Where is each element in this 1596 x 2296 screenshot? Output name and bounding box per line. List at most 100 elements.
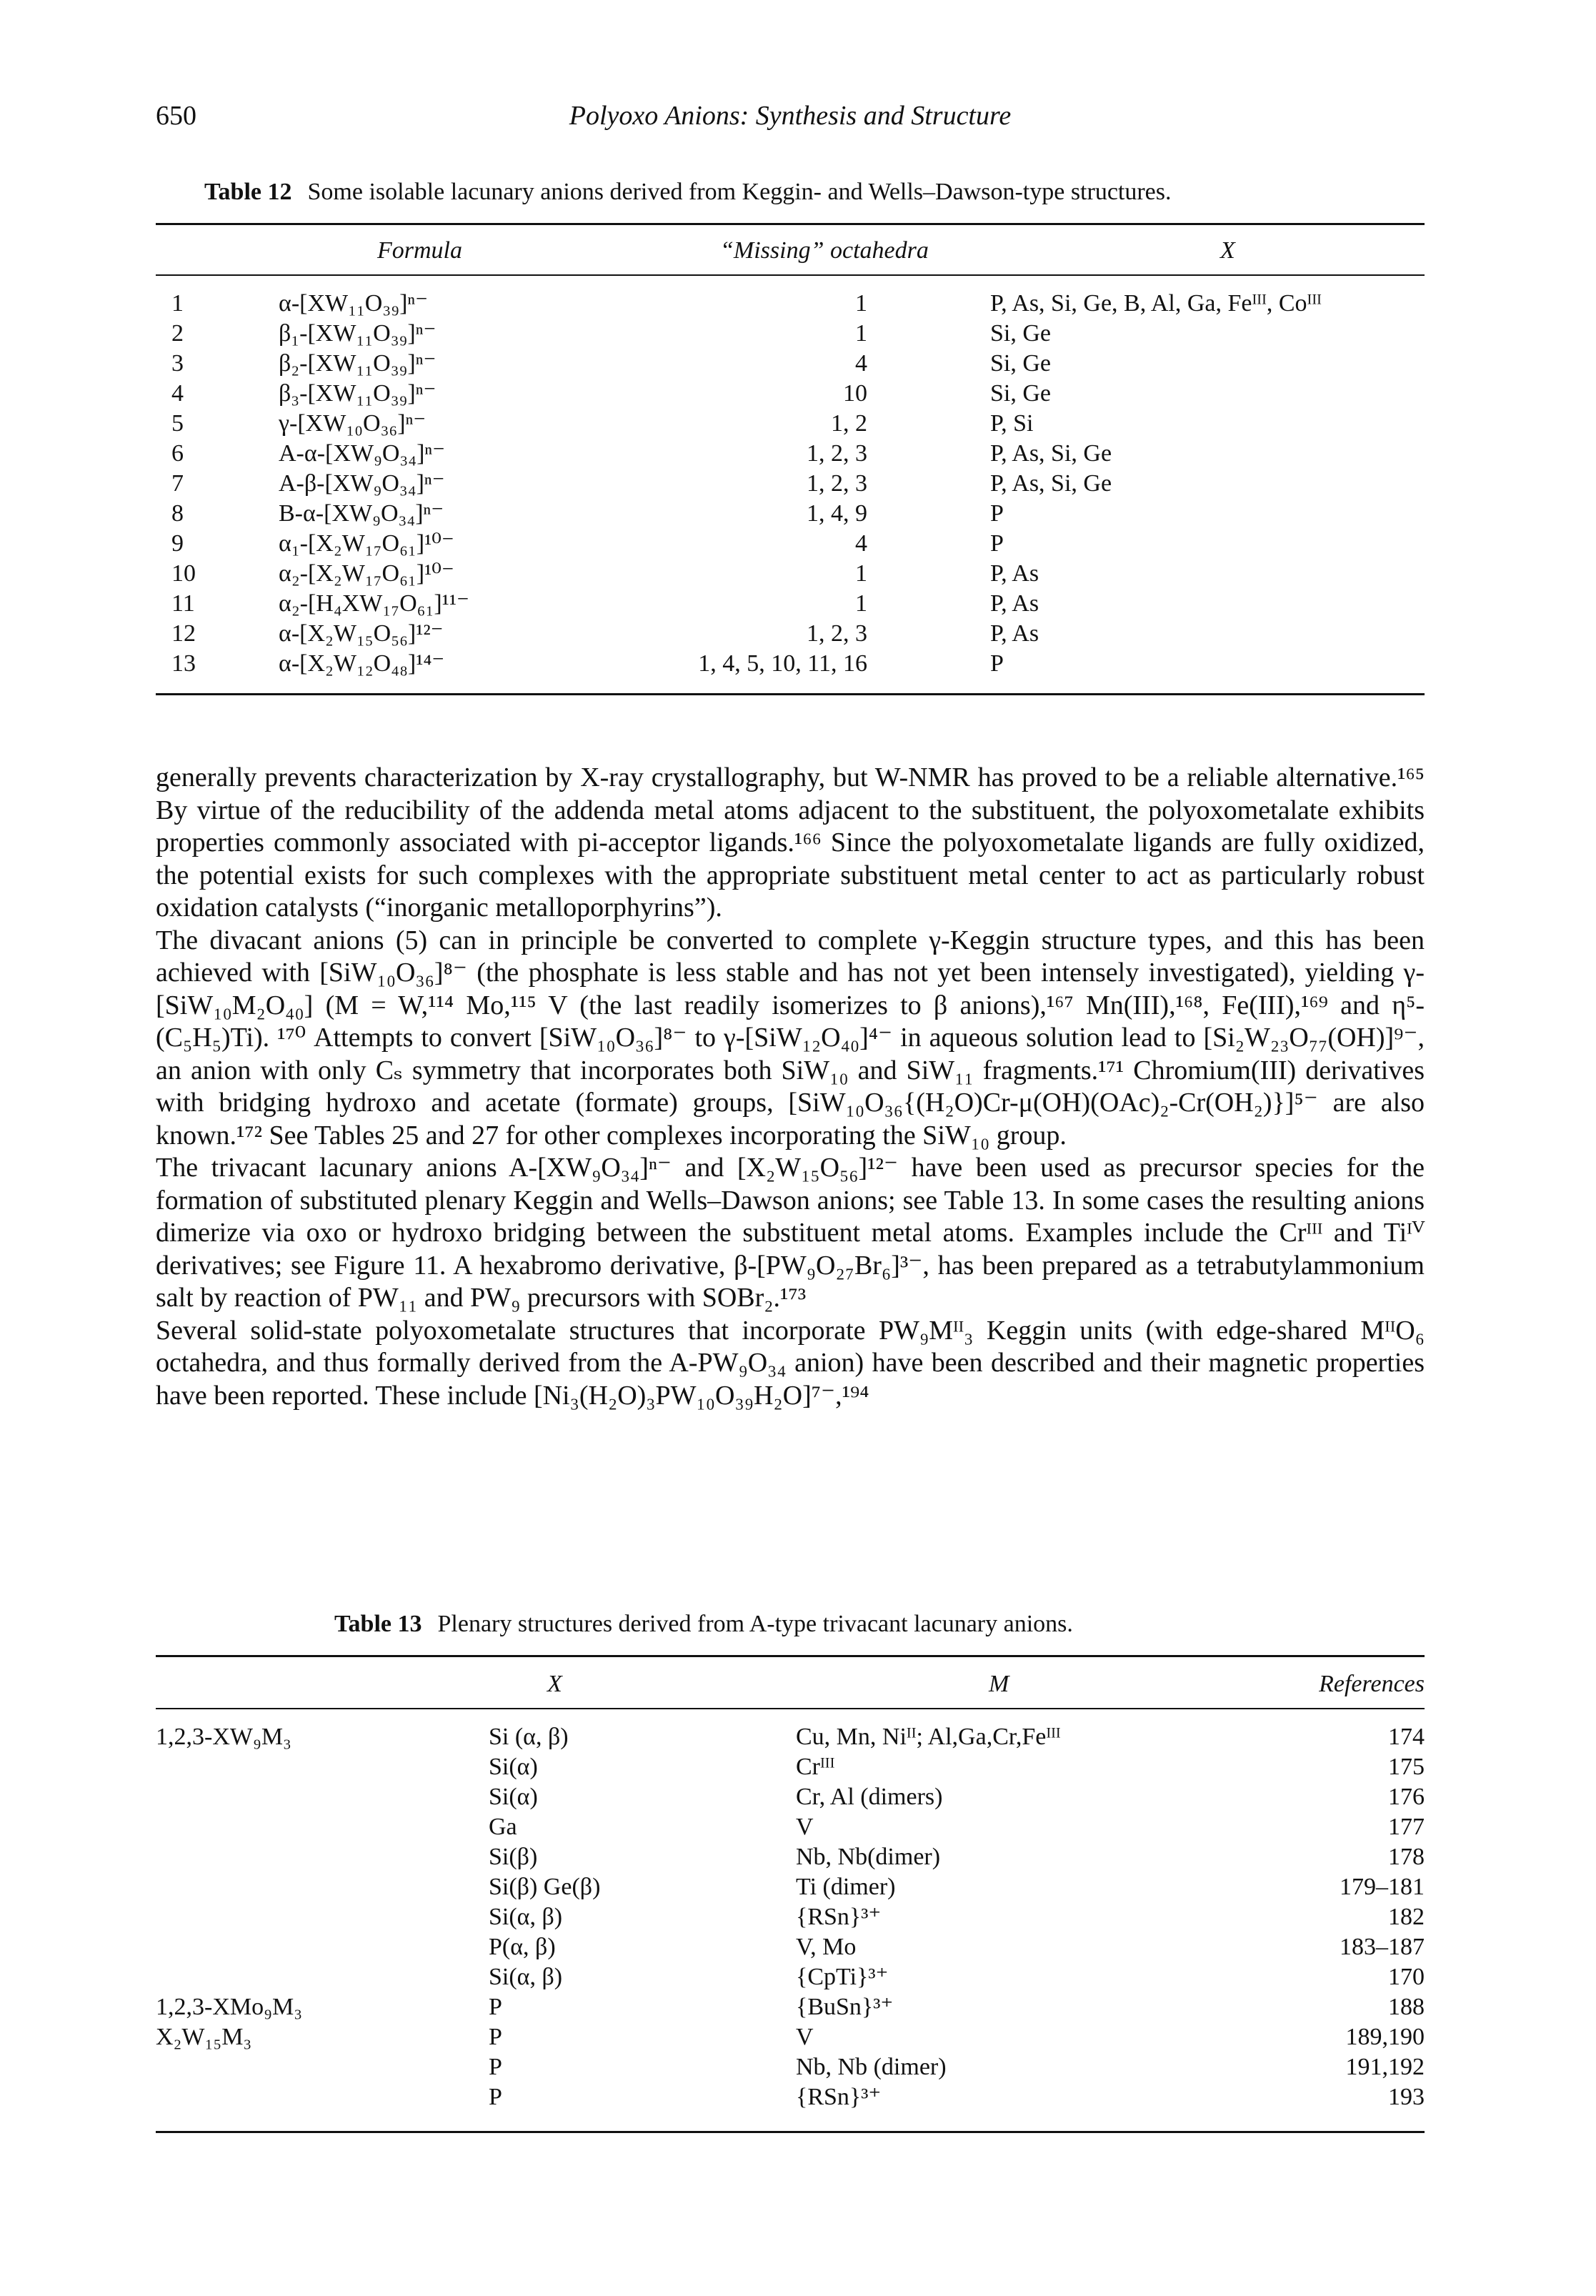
table13-cell-references: 188 (1388, 1994, 1425, 2020)
table13-cell-m: V (796, 2024, 814, 2050)
table13-cell-x: Si(α, β) (489, 1904, 563, 1930)
table12-cell-number: 6 (171, 440, 184, 467)
table13-cell-m: Cr, Al (dimers) (796, 1784, 943, 1810)
table13-cell-references: 182 (1388, 1904, 1425, 1930)
table12-cell-x: P, As, Si, Ge (990, 440, 1112, 467)
table12-cell-missing: 10 (843, 380, 867, 407)
table12-header-rule (156, 274, 1425, 276)
paragraph: Several solid-state polyoxometalate stru… (156, 1315, 1425, 1411)
table12-cell-number: 4 (171, 380, 184, 407)
table13-row: Si(β) Ge(β)Ti (dimer)179–181 (156, 1872, 1425, 1902)
table12-cell-x: P, As (990, 620, 1039, 647)
table13-col-references: References (1319, 1671, 1425, 1697)
table13-row: Si(β)Nb, Nb(dimer)178 (156, 1842, 1425, 1872)
table13-row: Si(α) Cr, Al (dimers) 176 (156, 1782, 1425, 1812)
table12-cell-formula: α₂-[H₄XW₁₇O₆₁]¹¹⁻ (279, 590, 469, 617)
table13-cell-m: {RSn}³⁺ (796, 2084, 882, 2110)
table12-cell-formula: A-α-[XW₉O₃₄]ⁿ⁻ (279, 440, 446, 467)
table12-label: Table 12 (204, 179, 292, 205)
table12-col-missing: “Missing” octahedra (720, 237, 929, 264)
table12-cell-missing: 4 (855, 530, 867, 557)
paragraph: generally prevents characterization by X… (156, 762, 1425, 923)
table13-cell-references: 174 (1388, 1724, 1425, 1750)
table12-cell-number: 3 (171, 350, 184, 377)
table13-cell-references: 178 (1388, 1844, 1425, 1870)
table13-cell-references: 183–187 (1340, 1934, 1425, 1960)
table12-cell-number: 13 (171, 650, 196, 677)
table12-cell-formula: α-[X₂W₁₅O₅₆]¹²⁻ (279, 620, 444, 647)
table12-cell-formula: α₂-[X₂W₁₇O₆₁]¹⁰⁻ (279, 560, 454, 587)
table12-cell-formula: β₂-[XW₁₁O₃₉]ⁿ⁻ (279, 350, 437, 377)
table12-cell-missing: 1 (855, 560, 867, 587)
table13-cell-x: P (489, 2024, 502, 2050)
table12-cell-missing: 1 (855, 590, 867, 617)
table13-cell-x: Si(β) Ge(β) (489, 1874, 601, 1900)
table13-cell-x: P (489, 1994, 502, 2020)
table13-cell-x: Si (α, β) (489, 1724, 569, 1750)
table12-cell-x: P, As, Si, Ge (990, 470, 1112, 497)
table13-cell-x: Si(α, β) (489, 1964, 563, 1990)
table13-cell-references: 175 (1388, 1754, 1425, 1780)
table13-cell-m: Nb, Nb (dimer) (796, 2054, 947, 2080)
table12-cell-missing: 4 (855, 350, 867, 377)
table12-cell-formula: α-[X₂W₁₂O₄₈]¹⁴⁻ (279, 650, 445, 677)
table13-cell-x: Ga (489, 1814, 517, 1840)
table12-cell-formula: B-α-[XW₉O₃₄]ⁿ⁻ (279, 500, 444, 527)
table12-cell-x: Si, Ge (990, 350, 1051, 377)
table13-caption: Table 13 Plenary structures derived from … (334, 1611, 1073, 1638)
table13-cell-m: {BuSn}³⁺ (796, 1994, 894, 2020)
table13-cell-x: P (489, 2084, 502, 2110)
table13-cell-references: 176 (1388, 1784, 1425, 1810)
table12-cell-number: 2 (171, 320, 184, 347)
table12-cell-x: P, Si (990, 410, 1034, 437)
table12-cell-number: 5 (171, 410, 184, 437)
page-header: 650 Polyoxo Anions: Synthesis and Struct… (156, 100, 1425, 143)
paragraph: The trivacant lacunary anions A-[XW₉O₃₄]… (156, 1153, 1425, 1313)
table13-top-rule (156, 1655, 1425, 1657)
table12-cell-missing: 1, 4, 5, 10, 11, 16 (698, 650, 867, 677)
table12-cell-number: 7 (171, 470, 184, 497)
table12-bottom-rule (156, 693, 1425, 695)
table13-col-m: M (989, 1671, 1009, 1697)
table12-cell-formula: γ-[XW₁₀O₃₆]ⁿ⁻ (279, 410, 427, 437)
table12-cell-x: Si, Ge (990, 380, 1051, 407)
table12-cell-number: 9 (171, 530, 184, 557)
table12-cell-formula: A-β-[XW₉O₃₄]ⁿ⁻ (279, 470, 445, 497)
table13-bottom-rule (156, 2131, 1425, 2133)
table12-col-x: X (1220, 237, 1235, 264)
table13-row: Si(α, β){RSn}³⁺182 (156, 1902, 1425, 1932)
table13-cell-m: Nb, Nb(dimer) (796, 1844, 941, 1870)
table13-header-rule (156, 1708, 1425, 1709)
table13-cell-references: 177 (1388, 1814, 1425, 1840)
table12-header-row: Formula “Missing” octahedra X (156, 236, 1425, 266)
table12-cell-missing: 1, 2, 3 (807, 470, 867, 497)
table12-cell-missing: 1 (855, 320, 867, 347)
table12-cell-x: P (990, 500, 1004, 527)
table12-cell-missing: 1, 2 (831, 410, 867, 437)
table13-cell-references: 193 (1388, 2084, 1425, 2110)
table12-row: 5 γ-[XW₁₀O₃₆]ⁿ⁻ 1, 2 P, Si (156, 409, 1425, 439)
table12-cell-number: 11 (171, 590, 195, 617)
page-number: 650 (156, 101, 196, 131)
table12-cell-x: P (990, 530, 1004, 557)
table13-cell-x: Si(α) (489, 1784, 538, 1810)
table13-caption-text: Plenary structures derived from A-type t… (437, 1611, 1073, 1637)
table13-cell-x: Si(α) (489, 1754, 538, 1780)
table13-cell-references: 189,190 (1345, 2024, 1425, 2050)
table12-row: 3 β₂-[XW₁₁O₃₉]ⁿ⁻ 4 Si, Ge (156, 349, 1425, 379)
table13-label: Table 13 (334, 1611, 422, 1637)
table13-cell-x: P(α, β) (489, 1934, 556, 1960)
body-text: generally prevents characterization by X… (156, 762, 1425, 1412)
